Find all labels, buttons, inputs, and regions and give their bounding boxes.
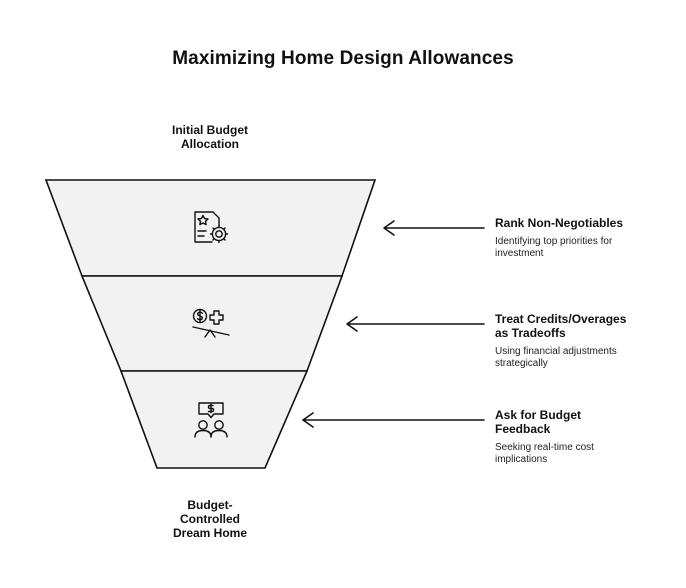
arrow-step-2 <box>346 316 485 332</box>
diagram-title: Maximizing Home Design Allowances <box>172 48 514 69</box>
step-3-description: Seeking real-time cost implications <box>495 442 594 465</box>
step-3: Ask for Budget Feedback Seeking real-tim… <box>495 408 675 466</box>
arrow-step-3 <box>302 412 485 428</box>
funnel-bottom-label: Budget- Controlled Dream Home <box>172 498 248 540</box>
balance-dollar-plus-icon <box>192 308 230 338</box>
step-2-title: Treat Credits/Overages as Tradeoffs <box>495 312 627 340</box>
step-3-title: Ask for Budget Feedback <box>495 408 582 436</box>
step-2-description: Using financial adjustments strategicall… <box>495 346 617 369</box>
funnel-top-label: Initial Budget Allocation <box>172 123 248 151</box>
funnel-section-2 <box>80 275 344 372</box>
people-dollar-chat-icon <box>194 402 228 438</box>
step-1-title: Rank Non-Negotiables <box>495 216 624 230</box>
document-star-gear-icon <box>194 211 229 244</box>
step-2: Treat Credits/Overages as Tradeoffs Usin… <box>495 312 675 370</box>
funnel-section-3 <box>119 370 309 469</box>
arrow-step-1 <box>383 220 485 236</box>
step-1: Rank Non-Negotiables Identifying top pri… <box>495 216 675 260</box>
step-1-description: Identifying top priorities for investmen… <box>495 236 613 259</box>
funnel-section-1 <box>44 179 377 277</box>
